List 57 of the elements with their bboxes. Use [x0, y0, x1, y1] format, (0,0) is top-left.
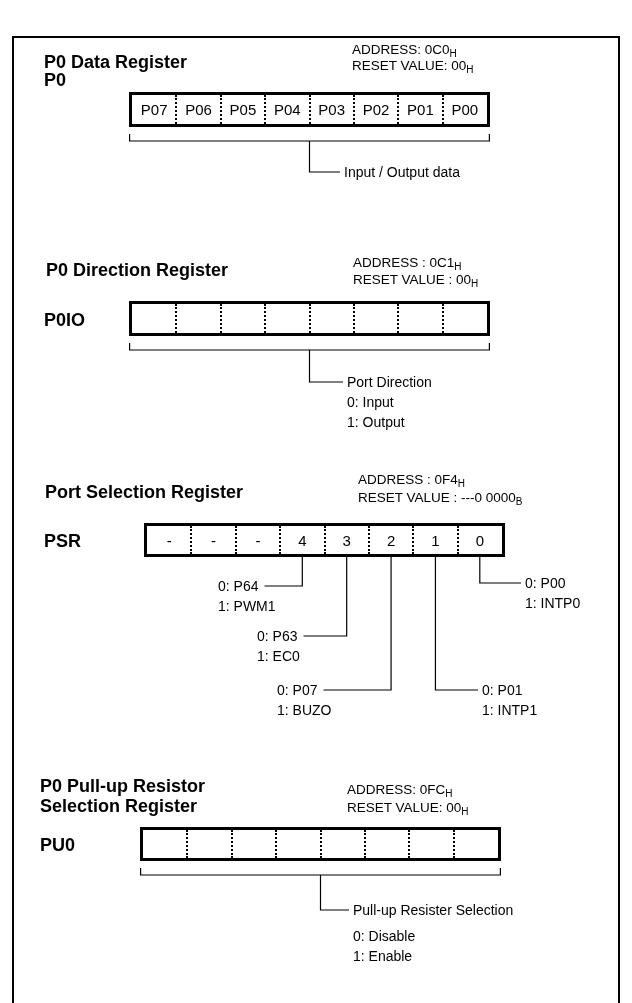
leader-line	[263, 556, 303, 587]
register-info: RESET VALUE : 00$_{H}$	[353, 272, 479, 288]
bit-field-text: -	[198, 530, 230, 550]
register-name: PSR	[44, 531, 81, 551]
leader-line	[302, 556, 348, 637]
register-title: P0 Pull-up Resistor Selection Register	[40, 776, 207, 816]
leader-line	[308, 349, 344, 383]
option-text: 1: Output	[347, 413, 405, 432]
register-info: RESET VALUE: 00$_{H}$	[352, 58, 474, 74]
description-text: Port Direction	[347, 373, 432, 392]
register-info: RESET VALUE: 00$_{H}$	[347, 800, 469, 816]
option-text: 0: Disable	[353, 927, 416, 946]
description-text: 0: P00	[525, 574, 566, 593]
bit-field-text: P06	[183, 99, 215, 120]
leader-line	[308, 140, 341, 173]
bit-field-text: 1	[419, 530, 451, 550]
bit-field-text: P01	[404, 99, 436, 120]
register-info: ADDRESS : 0C1$_{H}$	[353, 255, 462, 271]
register-info: ADDRESS : 0F4$_{H}$	[358, 472, 465, 488]
register-title: P0 Direction Register	[46, 260, 229, 280]
bit-field-text: P00	[449, 99, 481, 120]
description-text: Input / Output data	[344, 162, 460, 182]
option-text: 1: INTP0	[525, 594, 581, 613]
option-text: 1: Enable	[353, 947, 413, 966]
leader-line	[322, 556, 392, 691]
description-text: 0: P63	[257, 627, 298, 646]
leader-line	[434, 556, 479, 691]
bit-field-text: P02	[360, 99, 392, 120]
bit-field-text: P07	[138, 99, 170, 120]
option-text: 1: BUZO	[277, 701, 332, 720]
register-name: PU0	[40, 835, 75, 855]
register-info: RESET VALUE : ---0 0000$_{B}$	[358, 490, 523, 506]
register-info: ADDRESS: 0FC$_{H}$	[347, 782, 453, 798]
bit-field-text: P03	[316, 99, 348, 120]
bit-field-text: 0	[464, 530, 496, 550]
leader-line	[479, 556, 522, 584]
option-text: 1: INTP1	[482, 701, 538, 720]
bit-field-text: P05	[227, 99, 259, 120]
register-title: P0 Data Register	[44, 52, 188, 72]
bit-field-text: -	[242, 530, 274, 550]
leader-line	[319, 874, 350, 911]
register-info: ADDRESS: 0C0$_{H}$	[352, 42, 457, 58]
bit-field-text: 3	[331, 530, 363, 550]
register-name: P0	[44, 70, 67, 90]
option-text: 0: Input	[347, 393, 394, 412]
description-text: Pull-up Resister Selection	[353, 901, 514, 920]
option-text: 1: PWM1	[218, 597, 276, 616]
register-title: Port Selection Register	[45, 482, 244, 502]
register-name: P0IO	[44, 310, 86, 330]
description-text: 0: P01	[482, 681, 523, 700]
bit-field-text: 2	[375, 530, 407, 550]
description-text: 0: P64	[218, 577, 259, 596]
option-text: 1: EC0	[257, 647, 300, 666]
description-text: 0: P07	[277, 681, 318, 700]
bit-field-text: -	[153, 530, 185, 550]
bit-field-text: P04	[271, 99, 303, 120]
bit-field-text: 4	[286, 530, 318, 550]
